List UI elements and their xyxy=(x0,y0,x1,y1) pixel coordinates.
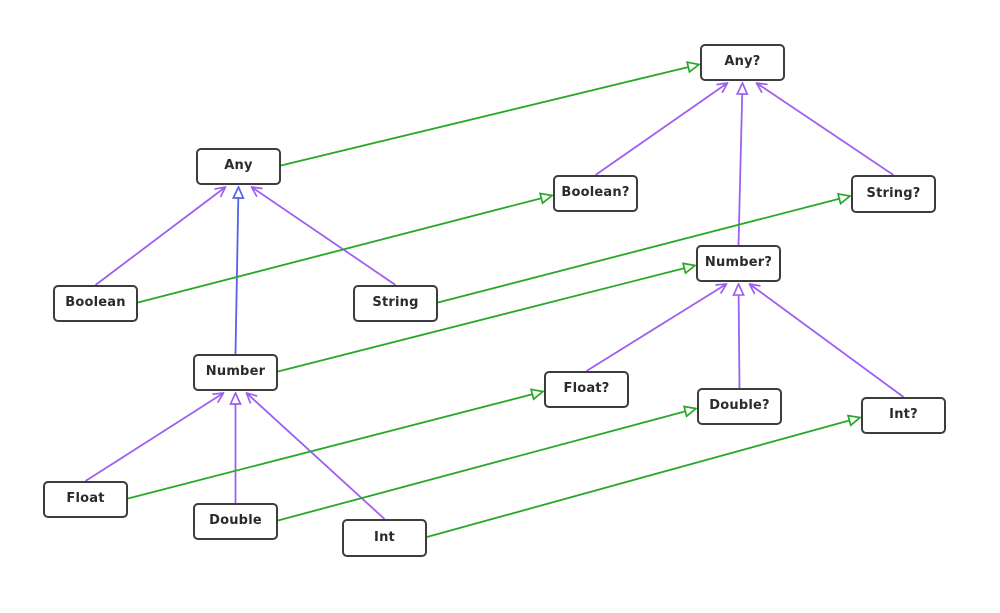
edge-double_q-to-number_q xyxy=(739,284,740,389)
edge-double-to-double_q xyxy=(277,409,696,522)
edge-float-to-number xyxy=(85,393,224,482)
edge-any-to-any_q xyxy=(280,65,699,167)
edge-string_q-to-any_q xyxy=(757,83,895,176)
edge-float-to-float_q xyxy=(127,392,543,500)
edge-int_q-to-number_q xyxy=(750,284,905,398)
edge-int-to-int_q xyxy=(426,418,860,538)
edge-boolean-to-boolean_q xyxy=(137,196,552,304)
edge-boolean-to-any xyxy=(94,187,226,286)
edge-boolean_q-to-any_q xyxy=(594,83,728,176)
edge-int-to-number xyxy=(247,393,386,520)
edge-string-to-string_q xyxy=(437,196,850,304)
edge-number-to-any xyxy=(236,187,239,355)
edge-string-to-any xyxy=(252,187,397,286)
edge-float_q-to-number_q xyxy=(586,284,727,372)
edge-number_q-to-any_q xyxy=(739,83,743,246)
edge-number-to-number_q xyxy=(277,266,695,373)
